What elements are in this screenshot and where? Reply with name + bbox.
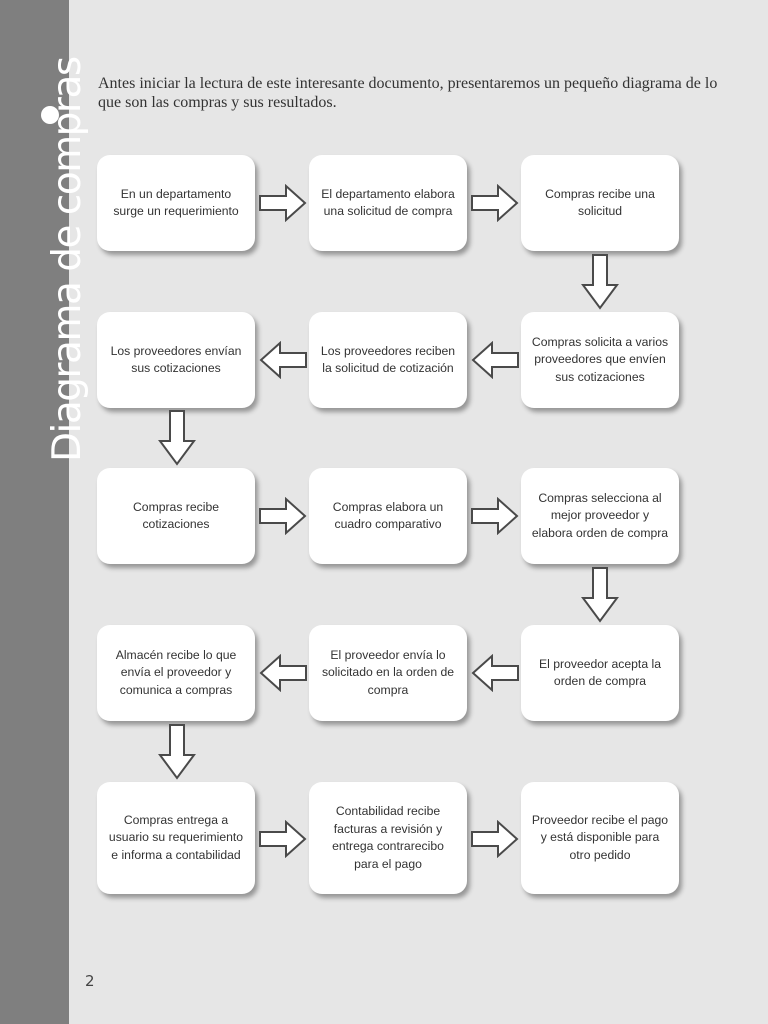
flow-step-12: Almacén recibe lo que envía el proveedor… [97, 625, 255, 721]
arrow-left-icon [259, 341, 307, 379]
flow-step-3: Compras recibe una solicitud [521, 155, 679, 251]
arrow-down-icon [581, 567, 619, 623]
bullet-dot-icon [41, 106, 59, 124]
arrow-right-icon [471, 820, 519, 858]
flow-step-4: Compras solicita a varios proveedores qu… [521, 312, 679, 408]
arrow-right-icon [471, 497, 519, 535]
flow-step-7: Compras recibe cotizaciones [97, 468, 255, 564]
arrow-right-icon [471, 184, 519, 222]
flow-step-1: En un departamento surge un requerimient… [97, 155, 255, 251]
intro-paragraph: Antes iniciar la lectura de este interes… [98, 75, 718, 111]
arrow-right-icon [259, 820, 307, 858]
arrow-down-icon [581, 254, 619, 310]
flow-step-5: Los proveedores reciben la solicitud de … [309, 312, 467, 408]
page-number: 2 [85, 972, 95, 990]
arrow-right-icon [259, 497, 307, 535]
arrow-left-icon [471, 341, 519, 379]
flow-step-2: El departamento elabora una solicitud de… [309, 155, 467, 251]
flow-step-13: Compras entrega a usuario su requerimien… [97, 782, 255, 894]
arrow-down-icon [158, 410, 196, 466]
flow-step-8: Compras elabora un cuadro comparativo [309, 468, 467, 564]
flow-step-14: Contabilidad recibe facturas a revisión … [309, 782, 467, 894]
flow-step-6: Los proveedores envían sus cotizaciones [97, 312, 255, 408]
arrow-right-icon [259, 184, 307, 222]
arrow-down-icon [158, 724, 196, 780]
flow-step-10: El proveedor acepta la orden de compra [521, 625, 679, 721]
flow-step-11: El proveedor envía lo solicitado en la o… [309, 625, 467, 721]
flow-step-15: Proveedor recibe el pago y está disponib… [521, 782, 679, 894]
sidebar: Diagrama de compras [0, 0, 90, 1024]
arrow-left-icon [259, 654, 307, 692]
arrow-left-icon [471, 654, 519, 692]
flow-step-9: Compras selecciona al mejor proveedor y … [521, 468, 679, 564]
